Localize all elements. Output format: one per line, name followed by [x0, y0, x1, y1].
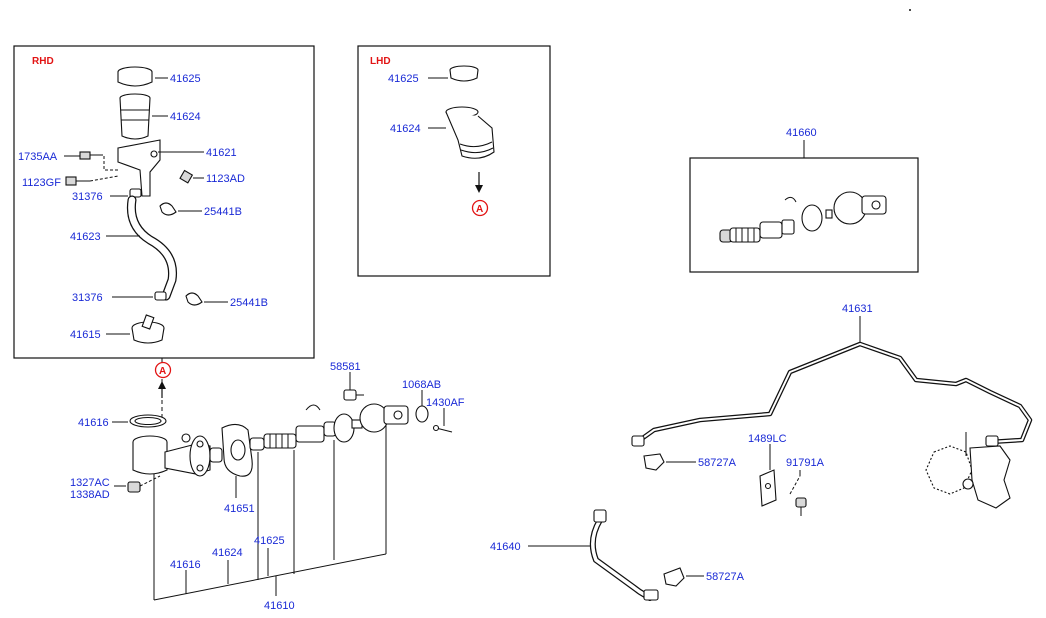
clip-58727a-bottom-drawing [663, 567, 685, 587]
label-41624-bottom: 41624 [212, 547, 243, 559]
label-1327ac: 1327AC [70, 477, 110, 489]
label-41631: 41631 [842, 303, 873, 315]
reservoir-drawing [119, 93, 151, 140]
pin-1430af-drawing [432, 424, 453, 433]
label-41624-rhd: 41624 [170, 111, 201, 123]
part-58581-drawing [343, 389, 364, 401]
pushrod-kit-panel [689, 157, 919, 273]
rhd-panel [13, 45, 315, 359]
bolt-1735aa-drawing [79, 151, 100, 160]
lhd-panel [357, 45, 551, 277]
label-41616-bottom: 41616 [170, 559, 201, 571]
pushrod-kit-drawing [719, 191, 887, 243]
label-58581: 58581 [330, 361, 361, 373]
label-41651: 41651 [224, 503, 255, 515]
label-31376-bottom: 31376 [72, 292, 103, 304]
label-31376-top: 31376 [72, 191, 103, 203]
label-41660: 41660 [786, 127, 817, 139]
label-41616-side: 41616 [78, 417, 109, 429]
reservoir-seal-41616 [129, 414, 167, 428]
label-25441b-bottom: 25441B [230, 297, 268, 309]
reservoir-cap-drawing [117, 66, 153, 87]
lhd-title: LHD [370, 56, 391, 67]
bracket-1489lc-drawing [759, 469, 777, 507]
piston-assembly [249, 403, 409, 451]
hose-clamp-bottom-drawing [154, 291, 167, 301]
gasket-41651 [221, 423, 253, 477]
clutch-pipe-41631 [631, 341, 1033, 447]
label-41623: 41623 [70, 231, 101, 243]
label-1123gf: 1123GF [22, 177, 61, 189]
label-1489lc: 1489LC [748, 433, 787, 445]
marker-a-lhd [471, 199, 489, 217]
label-25441b-top: 25441B [204, 206, 242, 218]
label-41625-rhd: 41625 [170, 73, 201, 85]
lhd-cap-drawing [449, 65, 479, 82]
label-41624-lhd: 41624 [390, 123, 421, 135]
clip-58727a-top-drawing [643, 453, 665, 471]
lhd-reservoir-drawing [445, 106, 495, 159]
marker-a-rhd [154, 361, 172, 379]
label-41625-lhd: 41625 [388, 73, 419, 85]
slave-cylinder-drawing [925, 432, 1011, 509]
label-58727a-bottom: 58727A [706, 571, 745, 583]
label-41625-bottom: 41625 [254, 535, 285, 547]
label-1430af: 1430AF [426, 397, 465, 409]
master-cylinder-body [132, 433, 223, 477]
label-58727a-top: 58727A [698, 457, 737, 469]
flex-hose-41640 [589, 509, 659, 601]
reservoir-adapter-drawing [131, 314, 165, 344]
marker-a-rhd-text: A [159, 366, 166, 377]
clip-25441b-top-drawing [159, 202, 177, 216]
assembly-leader-lines [153, 424, 387, 601]
label-1123ad: 1123AD [206, 173, 245, 185]
label-41621: 41621 [206, 147, 237, 159]
reservoir-bracket-drawing [117, 139, 161, 197]
nut-1123ad-drawing [179, 169, 194, 184]
bolt-1123gf-drawing [65, 176, 90, 186]
label-41610: 41610 [264, 600, 295, 612]
label-1068ab: 1068AB [402, 379, 441, 391]
rhd-title: RHD [32, 56, 54, 67]
label-41615: 41615 [70, 329, 101, 341]
nut-1327ac-drawing [127, 481, 141, 493]
reservoir-hose-drawing [126, 195, 178, 301]
hose-clamp-top-drawing [129, 188, 142, 198]
marker-a-lhd-text: A [476, 204, 483, 215]
label-91791a: 91791A [786, 457, 825, 469]
label-41640: 41640 [490, 541, 521, 553]
label-1338ad: 1338AD [70, 489, 110, 501]
label-1735aa: 1735AA [18, 151, 58, 163]
bolt-91791a-drawing [795, 497, 807, 516]
clip-25441b-bottom-drawing [185, 292, 203, 306]
